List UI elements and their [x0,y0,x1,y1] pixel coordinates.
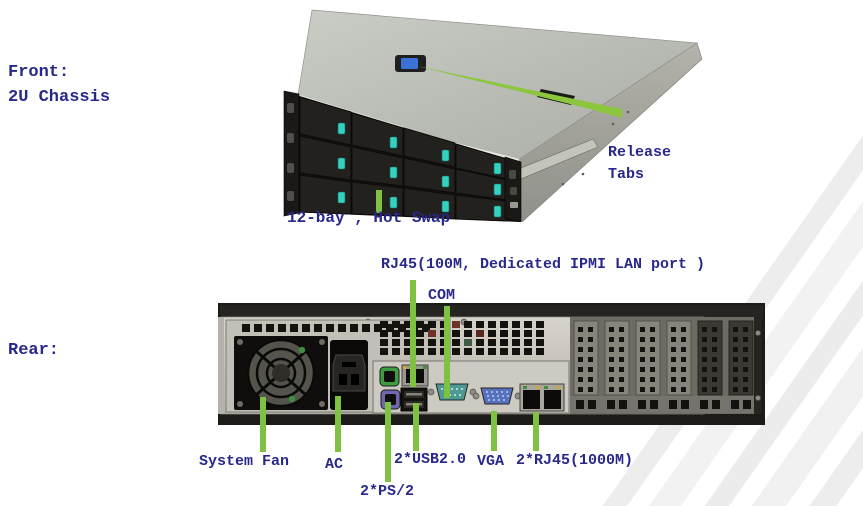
green-thumbscrew [298,346,306,354]
ps2-port-keyboard [379,366,400,387]
front-heading-line2: 2U Chassis [8,88,111,107]
gigabit-lan-ports [519,383,565,412]
usb-label: 2*USB2.0 [394,451,467,468]
rear-heading: Rear: [8,341,60,360]
hot-swap-clip [493,162,502,175]
annotation-line-lan [533,412,539,451]
annotation-line-ipmi [410,280,416,387]
annotation-line-ps2 [385,402,391,482]
vga-label: VGA [477,453,505,470]
system-fan-label: System Fan [199,453,290,470]
front-heading-line1: Front: [8,63,70,82]
hot-swap-clip [337,122,346,135]
hot-swap-clip [337,191,346,204]
hot-swap-clip [389,136,398,149]
hot-swap-clip [493,183,502,196]
annotation-line-usb [413,403,419,451]
ipmi-label: RJ45(100M, Dedicated IPMI LAN port ) [381,256,706,273]
hot-swap-clip [441,149,450,162]
com-label: COM [428,287,456,304]
green-thumbscrew [288,395,296,403]
release-tab-latch-blue [395,55,426,72]
system-fan [234,336,328,410]
annotation-line-vga [491,411,497,451]
hot-swap-clip [389,166,398,179]
release-tab-arrow-long [417,66,622,117]
ps2-label: 2*PS/2 [360,483,415,500]
release-tabs-label-line1: Release [608,144,672,161]
rack-ear-right [504,156,522,222]
hot-swap-clip [389,196,398,209]
release-tabs-label-line2: Tabs [608,166,645,183]
lan-label: 2*RJ45(1000M) [516,452,634,469]
expansion-slots [570,317,762,414]
drive-bays [299,96,508,222]
hot-swap-clip [441,175,450,188]
ac-inlet [330,340,368,410]
annotation-line-ac [335,396,341,452]
annotation-line-bays [376,190,382,213]
bays-label: 12-bay , Hot Swap [287,209,451,227]
vent-grid [380,321,544,355]
rack-ear-left [283,90,300,217]
ac-label: AC [325,456,344,473]
hot-swap-clip [493,205,502,218]
annotation-line-com [444,306,450,398]
hot-swap-clip [337,157,346,170]
hot-swap-clip [441,200,450,213]
release-tab-arrow-short [551,98,622,118]
annotation-line-system-fan [260,397,266,452]
